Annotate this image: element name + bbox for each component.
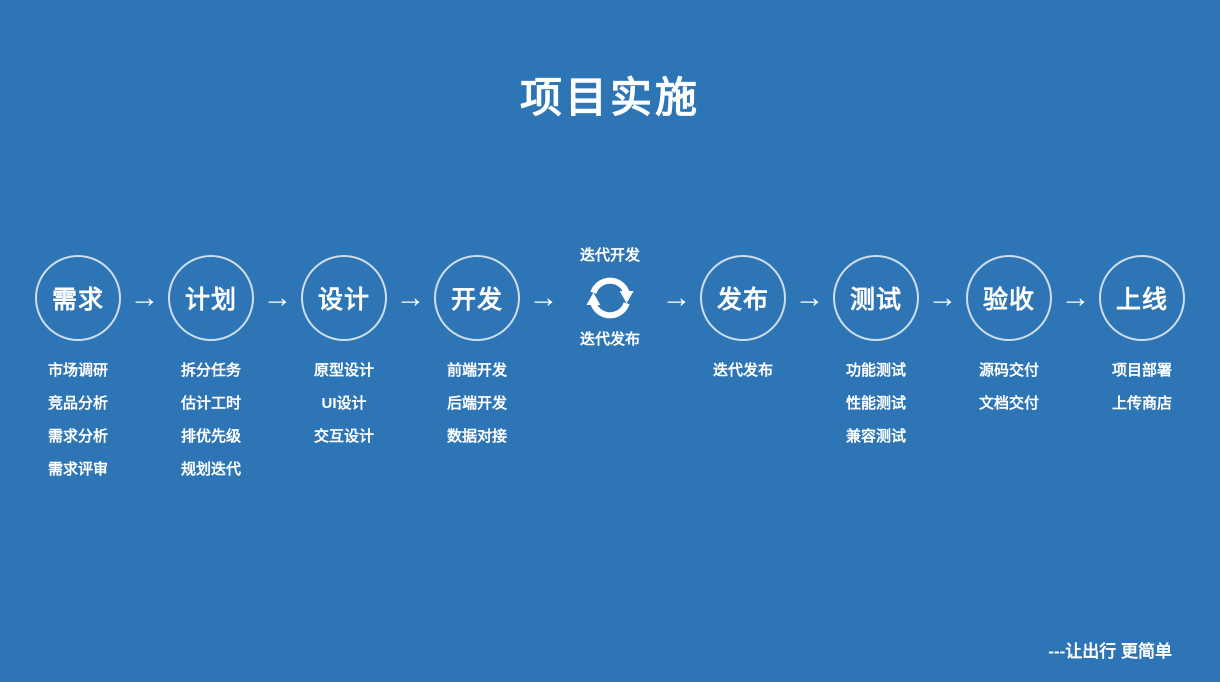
stage-node: 发布 [698, 250, 788, 346]
stage-item-list: 前端开发 后端开发 数据对接 [447, 354, 507, 453]
stage-node: 验收 [964, 250, 1054, 346]
stage-item-list: 项目部署 上传商店 [1112, 354, 1172, 420]
stage-label: 开发 [450, 286, 503, 314]
stage-label: 设计 [317, 286, 370, 314]
stage-launch: 上线 项目部署 上传商店 [1097, 250, 1187, 420]
stage-node: 上线 [1097, 250, 1187, 346]
arrow-right-icon: → [395, 281, 426, 314]
stage-requirements: 需求 市场调研 竞品分析 需求分析 需求评审 [33, 250, 123, 486]
stage-planning: 计划 拆分任务 估计工时 排优先级 规划迭代 [166, 250, 256, 486]
stage-item: 兼容测试 [845, 428, 906, 445]
stage-item: 上传商店 [1111, 395, 1172, 412]
cycle-bottom-label: 迭代发布 [579, 331, 640, 348]
stage-circle: 验收 [966, 255, 1052, 341]
stage-item: 市场调研 [47, 362, 108, 379]
stage-acceptance: 验收 源码交付 文档交付 [964, 250, 1054, 420]
stage-item: 拆分任务 [180, 362, 241, 379]
stage-release: 发布 迭代发布 [698, 250, 788, 387]
cycle-top-label: 迭代开发 [579, 247, 640, 264]
slide-title: 项目实施 [519, 73, 700, 122]
arrow-right-icon: → [927, 281, 958, 314]
stage-circle: 需求 [35, 255, 121, 341]
stage-circle: 测试 [833, 255, 919, 341]
arrow-right-icon: → [129, 281, 160, 314]
stage-item: 后端开发 [446, 395, 507, 412]
stage-label: 需求 [51, 286, 104, 314]
stage-item: 竞品分析 [47, 395, 108, 412]
arrow-right-icon: → [528, 281, 559, 314]
arrow-right-icon: → [794, 281, 825, 314]
stage-item: 估计工时 [180, 395, 241, 412]
stage-item-list: 原型设计 UI设计 交互设计 [314, 354, 374, 453]
stage-item-list: 迭代发布 [713, 354, 773, 387]
stage-item: 排优先级 [180, 428, 241, 445]
cycle-arrows-icon [582, 270, 638, 326]
stage-label: 验收 [982, 286, 1035, 314]
stage-item: 原型设计 [313, 362, 374, 379]
stage-label: 上线 [1115, 286, 1168, 314]
stage-label: 测试 [849, 286, 902, 314]
stage-item: 需求评审 [47, 461, 108, 478]
stage-item-list: 源码交付 文档交付 [979, 354, 1039, 420]
stage-circle: 设计 [301, 255, 387, 341]
cycle-node: 迭代开发 迭代发布 [565, 247, 655, 349]
stage-item: 项目部署 [1111, 362, 1172, 379]
stage-item: 数据对接 [446, 428, 507, 445]
stage-node: 开发 [432, 250, 522, 346]
arrow-right-icon: → [262, 281, 293, 314]
stage-node: 测试 [831, 250, 921, 346]
stage-item: UI设计 [321, 395, 367, 412]
cycle-stack: 迭代开发 迭代发布 [580, 247, 640, 349]
stage-item: 前端开发 [446, 362, 507, 379]
stage-node: 需求 [33, 250, 123, 346]
stage-node: 设计 [299, 250, 389, 346]
stage-item: 需求分析 [47, 428, 108, 445]
iteration-cycle: 迭代开发 迭代发布 [565, 247, 655, 349]
stage-circle: 开发 [434, 255, 520, 341]
arrow-right-icon: → [1060, 281, 1091, 314]
stage-testing: 测试 功能测试 性能测试 兼容测试 [831, 250, 921, 453]
stage-development: 开发 前端开发 后端开发 数据对接 [432, 250, 522, 453]
stage-item-list: 市场调研 竞品分析 需求分析 需求评审 [48, 354, 108, 486]
process-flow: 需求 市场调研 竞品分析 需求分析 需求评审 → 计划 拆分任务 估计工时 排优… [33, 247, 1187, 486]
stage-item: 迭代发布 [712, 362, 773, 379]
stage-item: 文档交付 [978, 395, 1039, 412]
stage-item: 交互设计 [313, 428, 374, 445]
stage-circle: 计划 [168, 255, 254, 341]
stage-label: 计划 [184, 286, 237, 314]
stage-item: 功能测试 [845, 362, 906, 379]
stage-circle: 上线 [1099, 255, 1185, 341]
stage-circle: 发布 [700, 255, 786, 341]
stage-item-list: 拆分任务 估计工时 排优先级 规划迭代 [181, 354, 241, 486]
stage-item: 性能测试 [845, 395, 906, 412]
stage-label: 发布 [716, 286, 769, 314]
arrow-right-icon: → [661, 281, 692, 314]
stage-item-list: 功能测试 性能测试 兼容测试 [846, 354, 906, 453]
stage-node: 计划 [166, 250, 256, 346]
stage-design: 设计 原型设计 UI设计 交互设计 [299, 250, 389, 453]
stage-item: 规划迭代 [180, 461, 241, 478]
slide-footer: ---让出行 更简单 [1048, 642, 1172, 661]
stage-item: 源码交付 [978, 362, 1039, 379]
